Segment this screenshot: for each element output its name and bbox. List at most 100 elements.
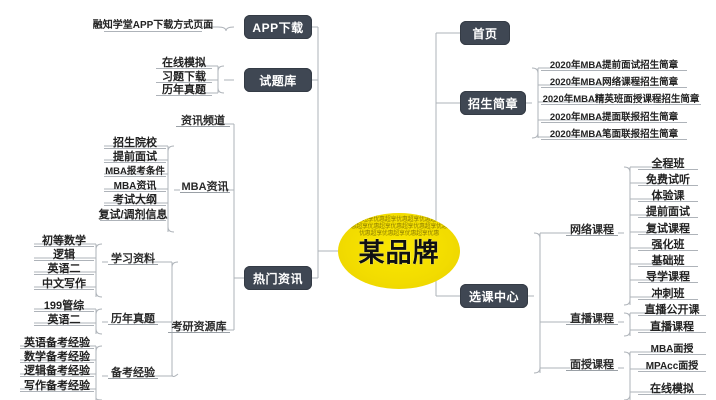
leaf-label: 直播公开课 bbox=[644, 303, 700, 316]
leaf-mba-news[interactable]: MBA资讯 bbox=[104, 178, 166, 192]
group-offline-courses[interactable]: 面授课程 bbox=[566, 357, 618, 371]
group-label: 面授课程 bbox=[570, 358, 614, 371]
leaf-logic[interactable]: 逻辑 bbox=[34, 247, 94, 261]
leaf-online-simulation-right[interactable]: 在线模拟 bbox=[638, 381, 706, 395]
brand-label: 某品牌 bbox=[358, 238, 440, 269]
leaf-label: 复试/调剂信息 bbox=[98, 208, 168, 221]
leaf-pre-interview-course[interactable]: 提前面试 bbox=[638, 204, 698, 218]
leaf-label: 2020年MBA提前面试招生简章 bbox=[549, 59, 679, 71]
leaf-label: 提前面试 bbox=[113, 150, 157, 163]
node-question-bank[interactable]: 试题库 bbox=[244, 68, 312, 92]
leaf-admission-schools[interactable]: 招生院校 bbox=[104, 135, 166, 149]
leaf-basic-class[interactable]: 基础班 bbox=[638, 253, 698, 267]
leaf-mba-requirements[interactable]: MBA报考条件 bbox=[104, 163, 166, 177]
leaf-guidance-course[interactable]: 导学课程 bbox=[638, 269, 698, 283]
leaf-label: MBA资讯 bbox=[113, 181, 157, 192]
group-label: 学习资料 bbox=[111, 252, 155, 265]
leaf-app-download-page[interactable]: 融知学堂APP下载方式页面 bbox=[93, 16, 213, 32]
branch-label: 考研资源库 bbox=[171, 320, 227, 333]
group-past-papers[interactable]: 历年真题 bbox=[108, 311, 158, 325]
center-brand-node[interactable]: 超享优惠超享优惠超享优惠超享优惠超享优惠超享优惠超享优惠超享优惠超享优惠超享优惠… bbox=[338, 213, 460, 289]
leaf-label: 英语备考经验 bbox=[24, 336, 90, 349]
leaf-label: MBA报考条件 bbox=[105, 165, 165, 177]
leaf-experience-class[interactable]: 体验课 bbox=[638, 188, 698, 202]
node-hot-news[interactable]: 热门资讯 bbox=[244, 266, 312, 290]
group-study-materials[interactable]: 学习资料 bbox=[108, 251, 158, 265]
leaf-math-prep[interactable]: 数学备考经验 bbox=[20, 349, 94, 363]
leaf-label: 导学课程 bbox=[646, 270, 690, 283]
node-label: 热门资讯 bbox=[252, 271, 303, 286]
leaf-brochure-elite-class[interactable]: 2020年MBA精英班面授课程招生简章 bbox=[541, 91, 701, 105]
leaf-label: 冲刺班 bbox=[651, 287, 685, 300]
leaf-label: 免费试听 bbox=[646, 173, 690, 186]
leaf-brochure-written-combo[interactable]: 2020年MBA笔面联报招生简章 bbox=[541, 126, 687, 140]
leaf-label: 融知学堂APP下载方式页面 bbox=[92, 20, 214, 31]
leaf-label: 2020年MBA笔面联报招生简章 bbox=[549, 128, 679, 140]
leaf-label: 逻辑备考经验 bbox=[24, 364, 90, 377]
group-prep-experience[interactable]: 备考经验 bbox=[108, 365, 158, 379]
leaf-label: 2020年MBA网络课程招生简章 bbox=[549, 76, 679, 88]
node-label: APP下载 bbox=[252, 20, 304, 35]
branch-label: 资讯频道 bbox=[181, 114, 225, 127]
group-live-courses[interactable]: 直播课程 bbox=[566, 311, 618, 325]
leaf-label: 复试课程 bbox=[646, 222, 690, 235]
leaf-label: 强化班 bbox=[651, 238, 685, 251]
leaf-live-course[interactable]: 直播课程 bbox=[638, 319, 706, 333]
leaf-label: 中文写作 bbox=[42, 277, 86, 290]
group-label: 备考经验 bbox=[111, 366, 155, 379]
leaf-label: 习题下载 bbox=[162, 70, 206, 83]
leaf-label: 体验课 bbox=[651, 189, 685, 202]
leaf-retest-course[interactable]: 复试课程 bbox=[638, 221, 698, 235]
leaf-full-course[interactable]: 全程班 bbox=[638, 156, 698, 170]
leaf-label: 招生院校 bbox=[113, 136, 157, 149]
brand-watermark: 超享优惠超享优惠超享优惠超享优惠超享优惠超享优惠超享优惠超享优惠超享优惠超享优惠… bbox=[339, 216, 459, 237]
leaf-live-open-class[interactable]: 直播公开课 bbox=[638, 302, 706, 316]
node-label: 招生简章 bbox=[467, 96, 518, 111]
leaf-writing-prep[interactable]: 写作备考经验 bbox=[20, 378, 94, 392]
leaf-past-papers[interactable]: 历年真题 bbox=[156, 82, 212, 96]
leaf-english-two-papers[interactable]: 英语二 bbox=[34, 312, 94, 326]
leaf-label: 2020年MBA提面联报招生简章 bbox=[549, 111, 679, 123]
brand-blob bbox=[338, 213, 460, 289]
group-label: 直播课程 bbox=[570, 312, 614, 325]
leaf-label: 全程班 bbox=[651, 157, 685, 170]
leaf-label: 数学备考经验 bbox=[24, 350, 90, 363]
leaf-intensive-class[interactable]: 强化班 bbox=[638, 237, 698, 251]
leaf-label: 考试大纲 bbox=[113, 193, 157, 206]
leaf-brochure-interview-combo[interactable]: 2020年MBA提面联报招生简章 bbox=[541, 109, 687, 123]
leaf-exam-syllabus[interactable]: 考试大纲 bbox=[104, 192, 166, 206]
leaf-brochure-pre-interview[interactable]: 2020年MBA提前面试招生简章 bbox=[541, 57, 687, 71]
leaf-label: 逻辑 bbox=[53, 248, 75, 261]
leaf-mba-offline[interactable]: MBA面授 bbox=[638, 341, 706, 355]
leaf-label: 写作备考经验 bbox=[24, 379, 90, 392]
leaf-retest-transfer[interactable]: 复试/调剂信息 bbox=[98, 207, 168, 221]
branch-kaoyan-resources[interactable]: 考研资源库 bbox=[168, 319, 230, 333]
leaf-english-two[interactable]: 英语二 bbox=[34, 261, 94, 275]
leaf-label: 提前面试 bbox=[646, 205, 690, 218]
leaf-elementary-math[interactable]: 初等数学 bbox=[34, 233, 94, 247]
node-course-center[interactable]: 选课中心 bbox=[460, 284, 528, 308]
leaf-online-sim[interactable]: 在线模拟 bbox=[156, 55, 212, 69]
leaf-logic-prep[interactable]: 逻辑备考经验 bbox=[20, 363, 94, 377]
leaf-label: 初等数学 bbox=[42, 234, 86, 247]
branch-mba-news[interactable]: MBA资讯 bbox=[180, 179, 230, 193]
leaf-free-trial[interactable]: 免费试听 bbox=[638, 172, 698, 186]
leaf-chinese-writing[interactable]: 中文写作 bbox=[34, 276, 94, 290]
leaf-brochure-online-course[interactable]: 2020年MBA网络课程招生简章 bbox=[541, 74, 687, 88]
leaf-199-guanzong[interactable]: 199管综 bbox=[34, 298, 94, 312]
leaf-exercise-download[interactable]: 习题下载 bbox=[156, 69, 212, 83]
leaf-mpacc-offline[interactable]: MPAcc面授 bbox=[638, 358, 706, 372]
node-home[interactable]: 首页 bbox=[460, 21, 510, 45]
node-admission-brochure[interactable]: 招生简章 bbox=[460, 91, 526, 115]
branch-news-channel[interactable]: 资讯频道 bbox=[176, 113, 230, 127]
group-online-courses[interactable]: 网络课程 bbox=[566, 222, 618, 236]
leaf-sprint-class[interactable]: 冲刺班 bbox=[638, 286, 698, 300]
leaf-label: 2020年MBA精英班面授课程招生简章 bbox=[542, 93, 700, 105]
leaf-pre-interview[interactable]: 提前面试 bbox=[104, 149, 166, 163]
node-app-download[interactable]: APP下载 bbox=[244, 15, 312, 39]
leaf-english-prep[interactable]: 英语备考经验 bbox=[20, 335, 94, 349]
group-label: 网络课程 bbox=[570, 223, 614, 236]
leaf-label: MPAcc面授 bbox=[645, 361, 699, 372]
leaf-label: MBA面授 bbox=[650, 344, 694, 355]
